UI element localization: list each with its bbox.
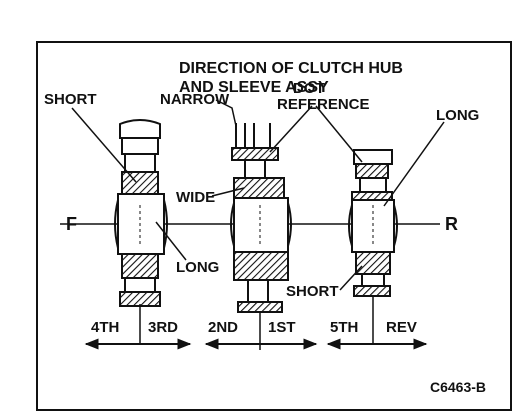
callout-wide: WIDE <box>176 189 215 206</box>
callout-narrow: NARROW <box>160 91 230 108</box>
diagram-title-line1: DIRECTION OF CLUTCH HUB <box>179 60 403 77</box>
front-label: F <box>66 214 77 234</box>
gear-label-1st: 1ST <box>268 319 296 336</box>
gear-label-rev: REV <box>386 319 417 336</box>
callout-reference: REFERENCE <box>277 96 370 113</box>
rear-label: R <box>445 214 458 234</box>
diagram-border <box>36 41 512 411</box>
diagram-title-line2: AND SLEEVE ASSY <box>179 79 329 96</box>
gear-label-3rd: 3RD <box>148 319 178 336</box>
callout-short-top: SHORT <box>44 91 97 108</box>
gear-label-5th: 5TH <box>330 319 358 336</box>
hub-sleeve-5th-rev <box>348 149 398 345</box>
callout-short-right: SHORT <box>286 283 339 300</box>
figure-code: C6463-B <box>430 379 486 395</box>
hub-sleeve-2nd-1st <box>230 123 292 350</box>
gear-label-2nd: 2ND <box>208 319 238 336</box>
callout-long-right: LONG <box>436 107 479 124</box>
hub-sleeve-4th-3rd <box>114 119 168 345</box>
gear-label-4th: 4TH <box>91 319 119 336</box>
callout-long-left: LONG <box>176 259 219 276</box>
callout-dot: DOT <box>293 80 325 97</box>
leader-lines <box>71 99 445 291</box>
